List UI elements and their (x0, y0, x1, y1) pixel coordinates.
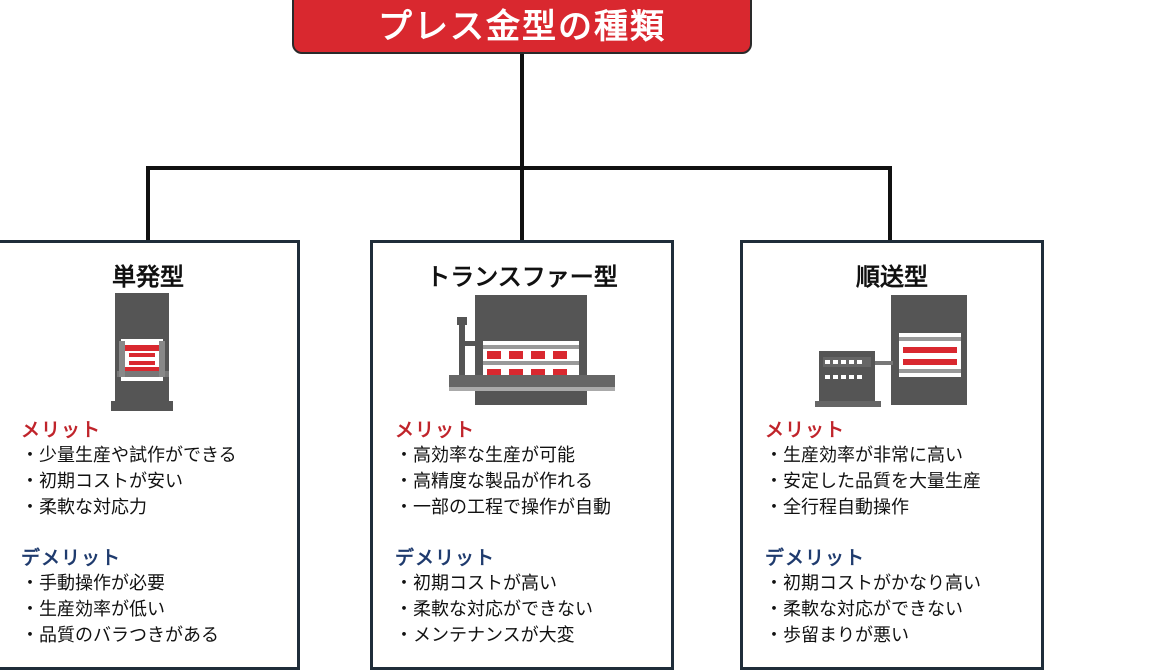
card-progressive: 順送型 メリット 生産効率が非常に高い 安定した品質を大量生産 全行程自動操作 … (740, 240, 1044, 670)
progressive-press-icon (815, 295, 967, 407)
merit-item: 一部の工程で操作が自動 (395, 495, 665, 521)
merit-item: 安定した品質を大量生産 (765, 469, 1035, 495)
merit-label: メリット (395, 419, 476, 441)
card-transfer: トランスファー型 メリット 高効率な生産が可能 高精度な製品が作れる 一部の工程… (370, 240, 674, 670)
demerit-section: デメリット 手動操作が必要 生産効率が低い 品質のバラつきがある (21, 545, 291, 649)
merit-section: メリット 高効率な生産が可能 高精度な製品が作れる 一部の工程で操作が自動 (395, 417, 665, 521)
demerit-item: 柔軟な対応ができない (765, 597, 1035, 623)
diagram-title: プレス金型の種類 (378, 6, 666, 47)
connector-lines (146, 54, 892, 242)
merit-item: 初期コストが安い (21, 469, 291, 495)
demerit-section: デメリット 初期コストが高い 柔軟な対応ができない メンテナンスが大変 (395, 545, 665, 649)
merit-item: 少量生産や試作ができる (21, 443, 291, 469)
merit-item: 全行程自動操作 (765, 495, 1035, 521)
demerit-item: 初期コストがかなり高い (765, 571, 1035, 597)
demerit-item: 初期コストが高い (395, 571, 665, 597)
single-press-icon (111, 293, 173, 411)
demerit-item: 柔軟な対応ができない (395, 597, 665, 623)
demerit-section: デメリット 初期コストがかなり高い 柔軟な対応ができない 歩留まりが悪い (765, 545, 1035, 649)
demerit-item: 手動操作が必要 (21, 571, 291, 597)
demerit-item: 品質のバラつきがある (21, 623, 291, 649)
merit-label: メリット (765, 419, 846, 441)
card-title: 単発型 (112, 263, 184, 291)
demerit-label: デメリット (395, 547, 496, 569)
title-box: プレス金型の種類 (292, 0, 752, 54)
demerit-item: 歩留まりが悪い (765, 623, 1035, 649)
merit-item: 生産効率が非常に高い (765, 443, 1035, 469)
merit-item: 高効率な生産が可能 (395, 443, 665, 469)
demerit-label: デメリット (21, 547, 122, 569)
card-single: 単発型 メリット 少量生産や試作ができる 初期コストが安い 柔軟な対応力 デメリ… (0, 240, 300, 670)
merit-label: メリット (21, 419, 102, 441)
transfer-press-icon (449, 295, 615, 405)
demerit-item: メンテナンスが大変 (395, 623, 665, 649)
merit-section: メリット 生産効率が非常に高い 安定した品質を大量生産 全行程自動操作 (765, 417, 1035, 521)
demerit-label: デメリット (765, 547, 866, 569)
merit-item: 柔軟な対応力 (21, 495, 291, 521)
card-title: 順送型 (856, 263, 928, 291)
merit-item: 高精度な製品が作れる (395, 469, 665, 495)
merit-section: メリット 少量生産や試作ができる 初期コストが安い 柔軟な対応力 (21, 417, 291, 521)
demerit-item: 生産効率が低い (21, 597, 291, 623)
card-title: トランスファー型 (426, 263, 618, 291)
